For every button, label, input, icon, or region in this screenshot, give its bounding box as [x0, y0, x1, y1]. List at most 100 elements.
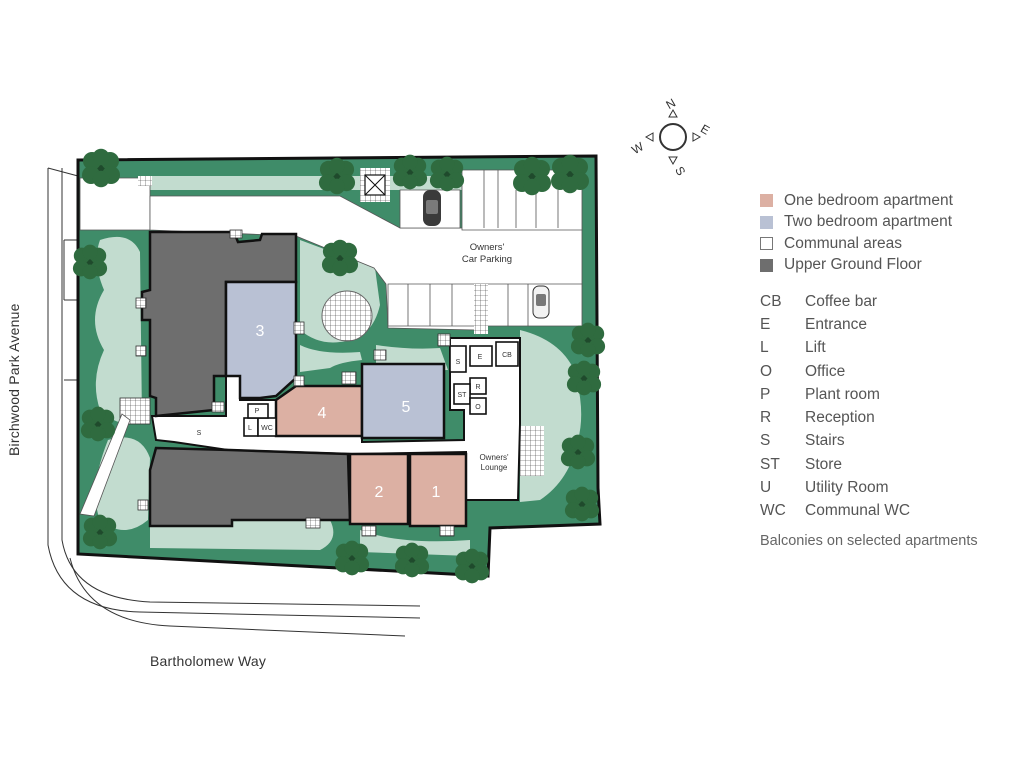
tree-icon — [82, 514, 118, 550]
paving-grid — [474, 284, 488, 334]
abbreviation-code: O — [760, 362, 773, 380]
tree-icon — [321, 239, 359, 277]
legend-abbreviation-item: S Stairs — [760, 430, 1024, 453]
tree-icon — [82, 148, 120, 188]
tree-icon — [566, 360, 602, 396]
legend-swatch-item: One bedroom apartment — [760, 190, 1024, 212]
parking-label: Car Parking — [462, 254, 512, 265]
abbreviation-code: E — [760, 315, 771, 333]
room-label-plant: P — [255, 408, 260, 415]
apartment-3 — [224, 280, 298, 400]
room-label-coffee-bar: CB — [502, 352, 512, 359]
room-label-store: ST — [458, 392, 468, 399]
compass-w: W — [629, 139, 646, 157]
abbreviation-meaning: Office — [805, 362, 846, 380]
footpath — [79, 413, 131, 517]
abbreviation-code: CB — [760, 292, 782, 310]
tree-icon — [454, 548, 490, 584]
abbreviation-meaning: Utility Room — [805, 479, 889, 497]
abbreviation-meaning: Communal WC — [805, 502, 911, 520]
car-icon — [532, 285, 550, 319]
legend-swatch-label: One bedroom apartment — [784, 191, 953, 209]
abbreviation-meaning: Entrance — [805, 315, 868, 333]
tree-icon — [334, 540, 370, 576]
tree-icon — [80, 406, 116, 442]
street-label-south: Bartholomew Way — [150, 653, 267, 669]
legend-swatch-item: Two bedroom apartment — [760, 212, 1024, 234]
compass-e: E — [698, 121, 712, 137]
legend-swatch — [760, 258, 773, 272]
abbreviation-meaning: Lift — [805, 339, 826, 357]
room-label-office: O — [475, 404, 481, 411]
legend-swatch-label: Two bedroom apartment — [784, 213, 953, 231]
legend-swatch — [760, 237, 773, 251]
apartment-1 — [408, 452, 468, 528]
apartment-label-4: 4 — [318, 405, 327, 422]
upper-ground-floor-block — [140, 230, 298, 418]
apartment-2 — [348, 452, 410, 526]
legend-note: Balconies on selected apartments — [760, 532, 978, 549]
abbreviation-code: U — [760, 479, 772, 497]
tree-icon — [392, 154, 428, 190]
room-label-entrance: E — [478, 354, 483, 361]
apartment-5 — [360, 362, 446, 440]
car-icon — [423, 190, 441, 226]
tree-icon — [560, 434, 596, 470]
abbreviation-code: L — [760, 339, 769, 357]
paving-grid — [520, 426, 544, 476]
legend-swatch-item: Upper Ground Floor — [760, 255, 1024, 277]
trees — [72, 148, 606, 584]
tree-icon — [318, 157, 356, 195]
legend-swatch-item: Communal areas — [760, 233, 1024, 255]
tree-icon — [429, 156, 465, 192]
apartment-label-1: 1 — [432, 484, 441, 501]
abbreviation-meaning: Reception — [805, 409, 875, 427]
tree-icon — [513, 156, 551, 196]
room-label-wc: WC — [261, 425, 273, 432]
room-label-stairs-east: S — [456, 359, 461, 366]
compass-n: N — [664, 96, 679, 112]
upper-ground-floor-block — [148, 446, 352, 528]
roads — [47, 167, 421, 637]
abbreviation-code: P — [760, 385, 771, 403]
abbreviation-code: ST — [760, 455, 780, 473]
circular-patio — [321, 290, 373, 342]
lounge-label: Owners' — [479, 453, 509, 462]
legend-abbreviation-item: O Office — [760, 360, 1024, 383]
room-label-lift: L — [248, 425, 252, 432]
site-plan-map: Owners' Car Parking Owners' Lounge 3 4 5… — [47, 96, 712, 637]
abbreviation-code: S — [760, 432, 771, 450]
legend-abbreviation-item: U Utility Room — [760, 476, 1024, 499]
lounge-label: Lounge — [481, 463, 508, 472]
apartment-4 — [274, 384, 364, 438]
tree-icon — [551, 154, 589, 194]
apartment-label-3: 3 — [256, 323, 265, 340]
balconies — [119, 229, 455, 537]
legend-swatch — [760, 194, 773, 208]
tree-icon — [570, 322, 606, 358]
compass-s: S — [672, 164, 688, 178]
legend-swatch-label: Communal areas — [784, 234, 903, 252]
service-rooms — [243, 341, 519, 437]
legend-swatch — [760, 215, 773, 229]
legend-abbreviation-item: CB Coffee bar — [760, 290, 1024, 313]
abbreviation-meaning: Coffee bar — [805, 292, 878, 310]
legend-swatch-label: Upper Ground Floor — [784, 256, 922, 274]
street-label-west: Birchwood Park Avenue — [6, 303, 22, 456]
compass-icon: N E S W — [629, 96, 712, 178]
paving-grid — [138, 176, 152, 186]
apartment-label-2: 2 — [375, 484, 384, 501]
parking-label: Owners' — [470, 242, 505, 253]
tree-icon — [564, 486, 600, 522]
abbreviation-meaning: Stairs — [805, 432, 845, 450]
room-label-reception: R — [475, 384, 480, 391]
legend-abbreviation-item: L Lift — [760, 337, 1024, 360]
legend-abbreviation-item: E Entrance — [760, 313, 1024, 336]
